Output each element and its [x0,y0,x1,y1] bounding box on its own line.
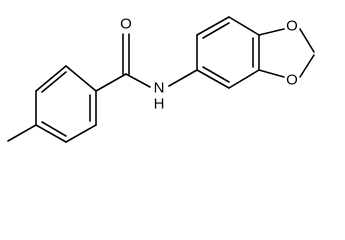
bond-ring1-c1-c2 [65,65,97,92]
bond-carbonyl-nitrogen [125,73,151,88]
bond-ring2-inner-1 [202,22,230,39]
bonds [7,16,315,143]
bond-ring1-c5-c6 [65,124,97,143]
amide-nitrogen-label: N [154,80,165,97]
carbonyl-oxygen-label: O [120,16,132,33]
bond-ring2-c5-c6 [228,69,260,89]
bond-ring1-c2-c3 [35,65,67,92]
bond-ring2-inner-3 [202,66,230,83]
atom-labels: O N H O O [120,16,298,113]
bond-ring1-inner-2 [41,121,67,137]
structure-diagram: O N H O O [7,16,315,143]
dioxole-oxygen-top-label: O [286,18,298,35]
dioxole-oxygen-bottom-label: O [286,72,298,89]
amide-hydrogen-label: H [154,96,165,113]
bond-ring1-inner-1 [41,71,67,93]
bond-dioxole-oxygen-bottom-ch2 [299,54,315,78]
bond-ring2-dioxole-oxygen-top [258,28,285,36]
bond-ring2-c3-c4 [228,16,260,36]
bond-nitrogen-ring2 [168,69,198,87]
bond-ring2-dioxole-oxygen-bottom [258,69,285,78]
bond-ring2-c6-c1 [196,69,230,89]
bond-ring1-c4-c5 [35,124,67,143]
bond-ring2-c2-c3 [196,16,230,36]
bond-dioxole-oxygen-top-ch2 [299,28,315,53]
bond-methyl [7,124,37,142]
bond-ring1-carbonyl [95,73,127,92]
